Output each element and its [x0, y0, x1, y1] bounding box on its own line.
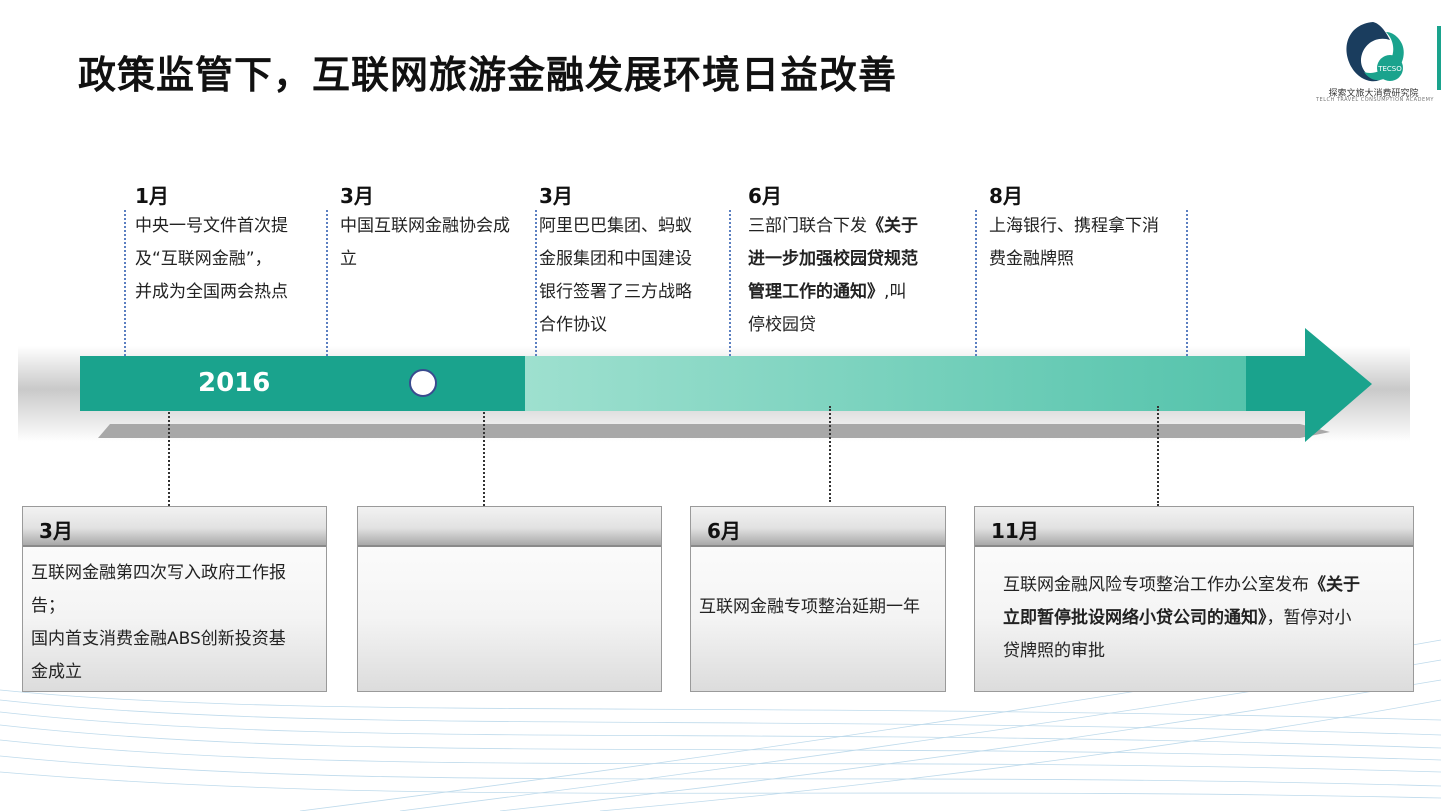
top-event: 1月 中央一号文件首次提 及“互联网金融”， 并成为全国两会热点 [135, 180, 325, 309]
timeline-year: 2016 [198, 368, 271, 398]
event-text-bold: 进一步加强校园贷规范 [748, 249, 918, 269]
bottom-event-box [357, 506, 662, 692]
timeline-arrowhead [1246, 328, 1372, 442]
bottom-connector [1157, 406, 1159, 506]
event-text: 阿里巴巴集团、蚂蚁 金服集团和中国建设 银行签署了三方战略 合作协议 [539, 210, 727, 342]
bottom-event-box: 6月 互联网金融专项整治延期一年 [690, 506, 946, 692]
box-line: 互联网金融风险专项整治工作办公室发布《关于 [1003, 569, 1413, 602]
event-month: 1月 [135, 184, 169, 208]
box-line: 金成立 [31, 662, 82, 682]
event-line: 合作协议 [539, 315, 607, 335]
logo-swirl-icon: TECSO [1346, 22, 1404, 82]
box-body: 互联网金融第四次写入政府工作报 告； 国内首支消费金融ABS创新投资基 金成立 [23, 547, 326, 689]
box-line: 告； [31, 596, 65, 616]
event-month: 8月 [989, 184, 1023, 208]
event-month: 3月 [539, 184, 573, 208]
box-header: 3月 [23, 507, 326, 547]
box-body: 互联网金融专项整治延期一年 [691, 547, 945, 624]
box-text-bold: 立即暂停批设网络小贷公司的通知》 [1003, 608, 1267, 628]
accent-bar [1437, 26, 1441, 90]
top-event: 6月 三部门联合下发《关于 进一步加强校园贷规范 管理工作的通知》,叫 停校园贷 [748, 180, 973, 342]
event-line: 上海银行、携程拿下消 [989, 216, 1159, 236]
bottom-connector [483, 412, 485, 510]
event-text-bold: 管理工作的通知》 [748, 282, 884, 302]
box-header: 11月 [975, 507, 1413, 547]
event-line: 停校园贷 [748, 315, 816, 335]
box-line: 贷牌照的审批 [1003, 641, 1105, 661]
top-separator [975, 210, 977, 356]
timeline-shadow [98, 424, 1330, 438]
box-line: 国内首支消费金融ABS创新投资基 [31, 629, 286, 649]
event-line: 银行签署了三方战略 [539, 282, 692, 302]
event-line: 及“互联网金融”， [135, 249, 272, 269]
event-line: 管理工作的通知》,叫 [748, 276, 973, 309]
bottom-event-box: 3月 互联网金融第四次写入政府工作报 告； 国内首支消费金融ABS创新投资基 金… [22, 506, 327, 692]
top-event: 8月 上海银行、携程拿下消 费金融牌照 [989, 180, 1184, 276]
box-header: 6月 [691, 507, 945, 547]
top-event: 3月 中国互联网金融协会成 立 [340, 180, 532, 276]
timeline-bar-light [525, 356, 1305, 411]
bottom-connector [829, 406, 831, 502]
bottom-connector [168, 412, 170, 506]
event-line: 进一步加强校园贷规范 [748, 243, 973, 276]
logo-subtitle: TELCH TRAVEL CONSUMPTION ACADEMY [1316, 97, 1434, 103]
box-body: 互联网金融风险专项整治工作办公室发布《关于 立即暂停批设网络小贷公司的通知》，暂… [975, 547, 1413, 668]
box-text-bold: 《关于 [1309, 575, 1360, 595]
box-line: 立即暂停批设网络小贷公司的通知》，暂停对小 [1003, 602, 1413, 635]
event-line: 立 [340, 249, 357, 269]
logo-name: 探索文旅大消费研究院 [1328, 89, 1419, 99]
page-title: 政策监管下，互联网旅游金融发展环境日益改善 [78, 53, 898, 97]
box-header [358, 507, 661, 547]
box-text-plain: 互联网金融风险专项整治工作办公室发布 [1003, 575, 1309, 595]
box-text-plain: ，暂停对小 [1266, 608, 1352, 628]
event-month: 6月 [748, 184, 782, 208]
event-line: 三部门联合下发《关于 [748, 210, 973, 243]
event-text: 中国互联网金融协会成 立 [340, 210, 532, 276]
event-text: 上海银行、携程拿下消 费金融牌照 [989, 210, 1184, 276]
event-text-bold: 《关于 [867, 216, 918, 236]
event-line: 阿里巴巴集团、蚂蚁 [539, 216, 692, 236]
event-text-plain: ,叫 [884, 282, 907, 302]
timeline-marker [409, 369, 437, 397]
event-line: 并成为全国两会热点 [135, 282, 288, 302]
event-month: 3月 [340, 184, 374, 208]
bottom-event-box: 11月 互联网金融风险专项整治工作办公室发布《关于 立即暂停批设网络小贷公司的通… [974, 506, 1414, 692]
logo-badge: TECSO [1377, 65, 1402, 73]
top-event: 3月 阿里巴巴集团、蚂蚁 金服集团和中国建设 银行签署了三方战略 合作协议 [539, 180, 727, 342]
top-separator [729, 210, 731, 356]
event-line: 费金融牌照 [989, 249, 1074, 269]
top-separator [1186, 210, 1188, 356]
event-line: 金服集团和中国建设 [539, 249, 692, 269]
top-separator [535, 210, 537, 356]
top-separator [124, 210, 126, 356]
event-line: 中国互联网金融协会成 [340, 216, 510, 236]
event-text-plain: 三部门联合下发 [748, 216, 867, 236]
event-line: 中央一号文件首次提 [135, 216, 288, 236]
top-separator [326, 210, 328, 356]
event-text: 中央一号文件首次提 及“互联网金融”， 并成为全国两会热点 [135, 210, 325, 309]
event-text: 三部门联合下发《关于 进一步加强校园贷规范 管理工作的通知》,叫 停校园贷 [748, 210, 973, 342]
box-line: 互联网金融专项整治延期一年 [699, 597, 920, 617]
timeline-bar-solid [80, 356, 525, 411]
box-line: 互联网金融第四次写入政府工作报 [31, 563, 286, 583]
